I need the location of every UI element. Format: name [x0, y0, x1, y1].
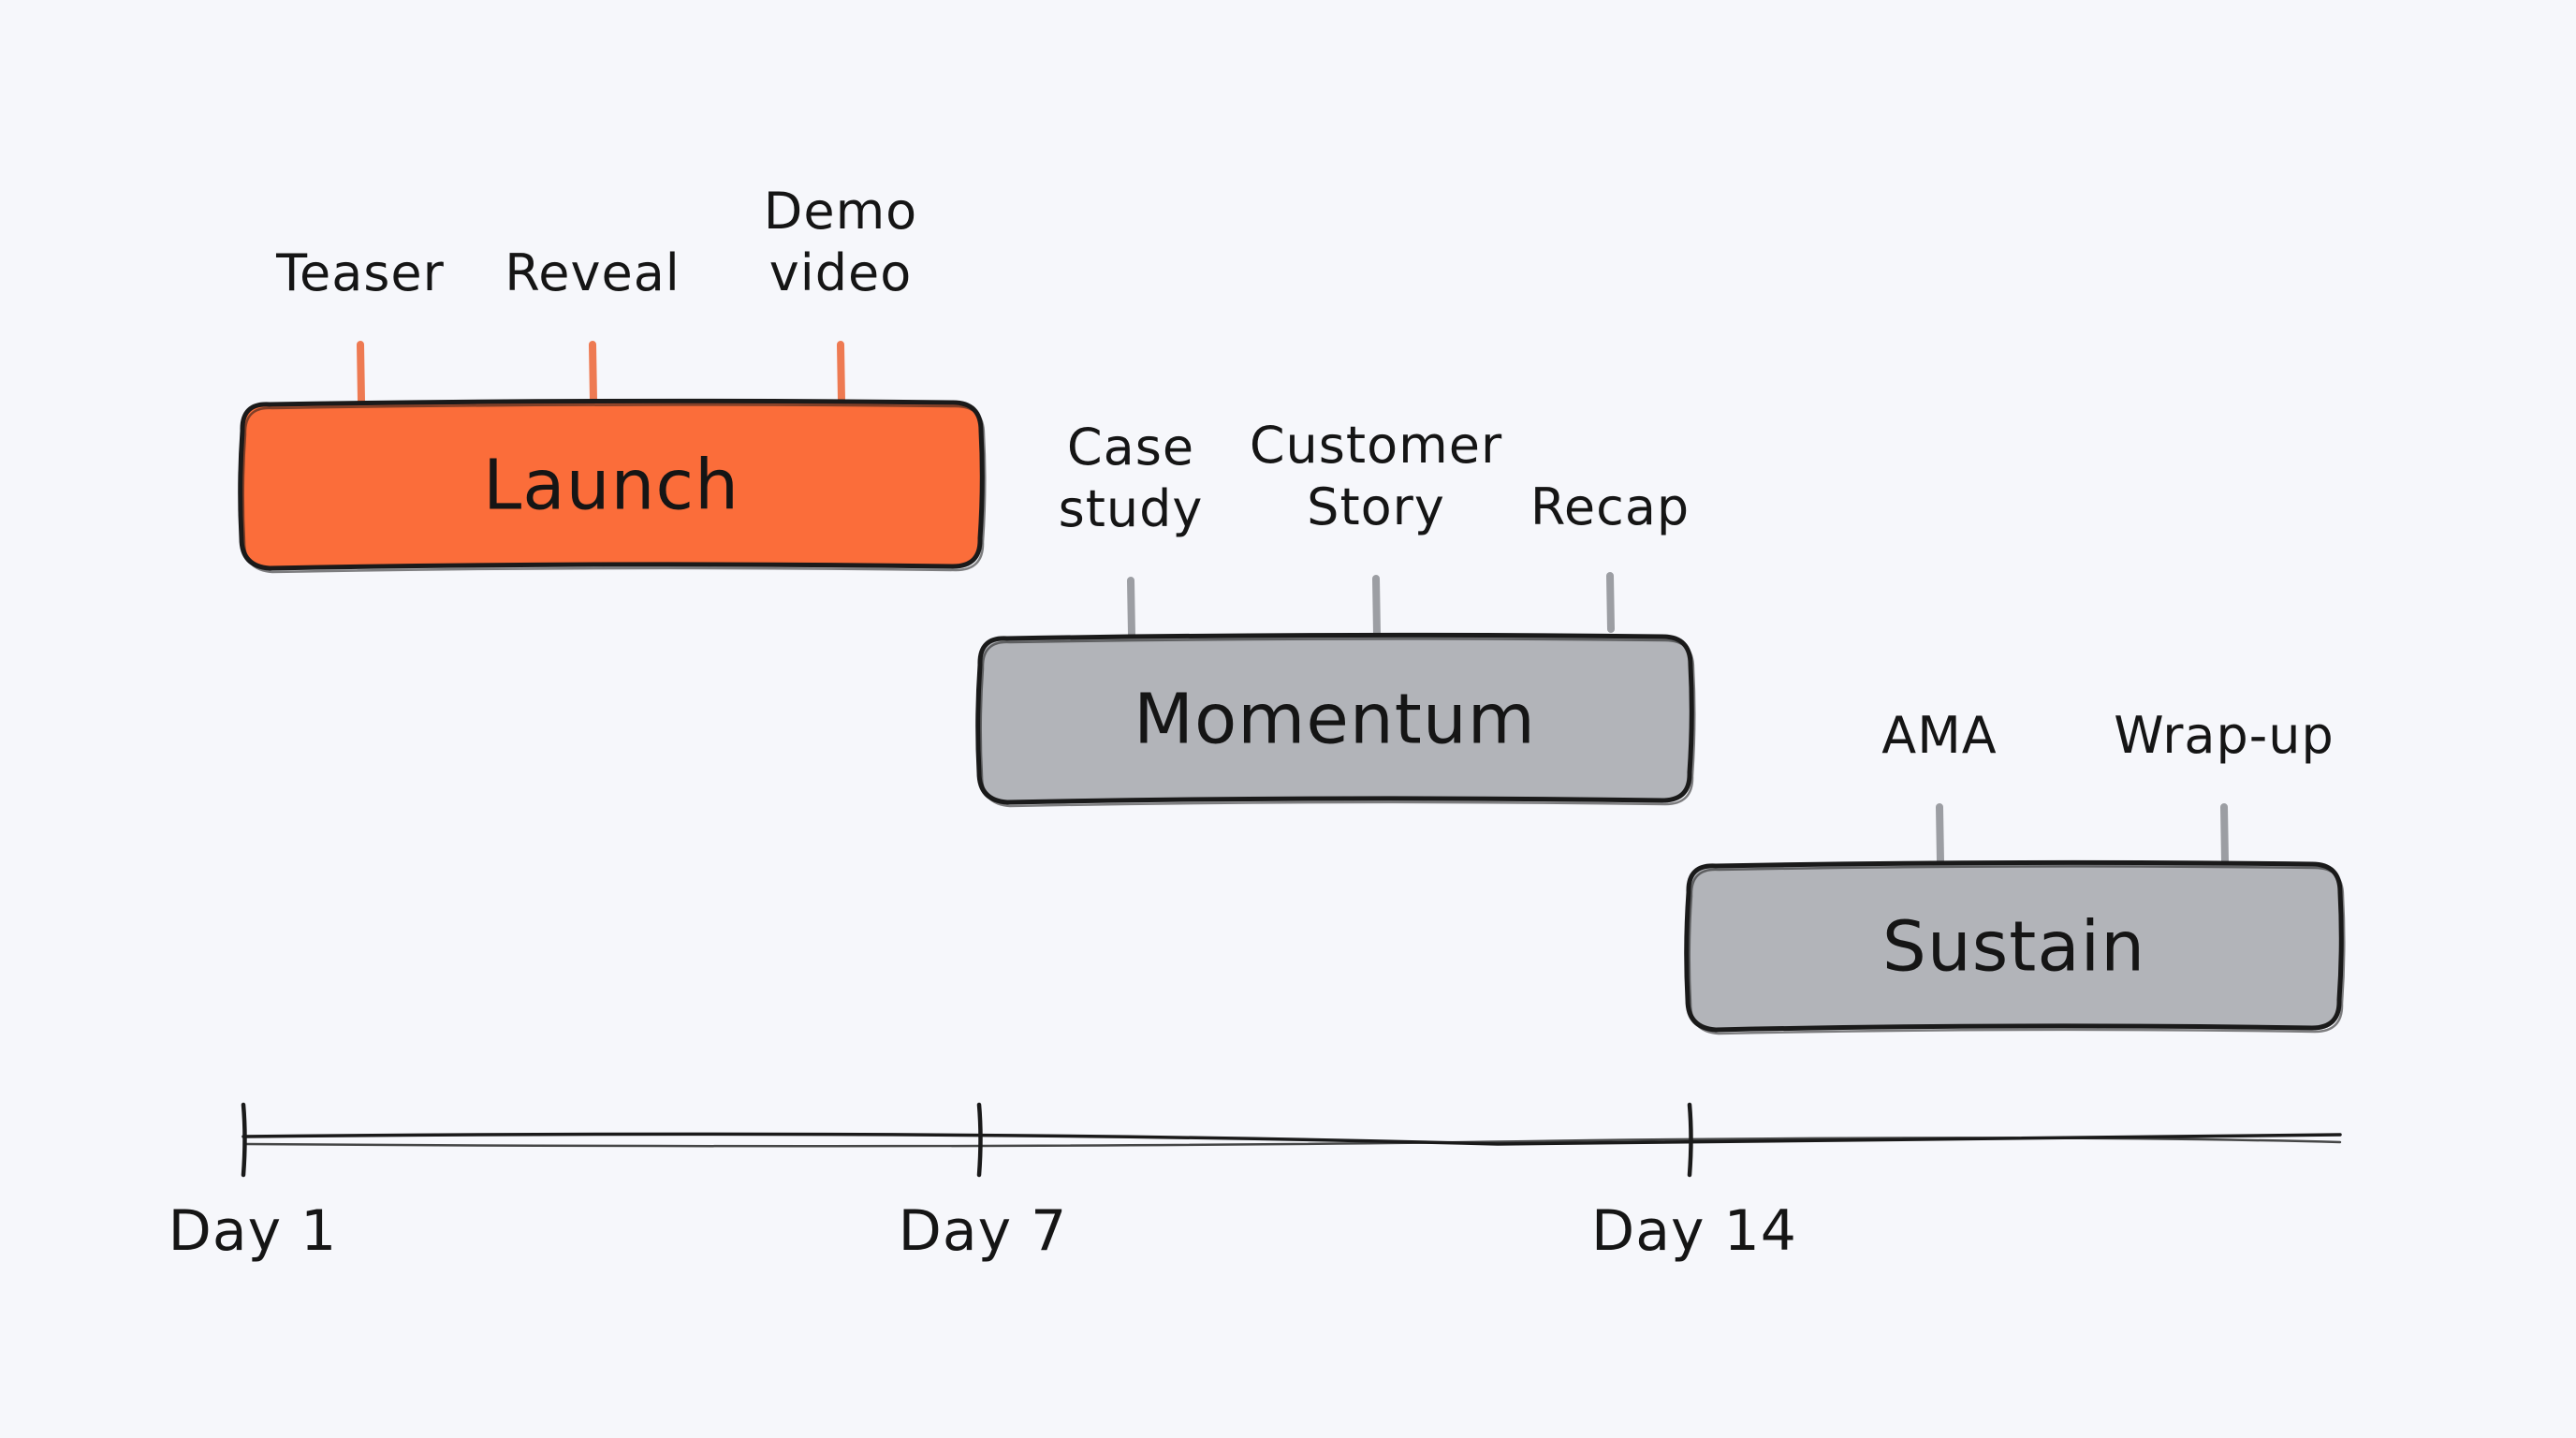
milestone: Reveal — [505, 243, 681, 404]
phase-box-fill — [240, 401, 983, 568]
milestone-label: Wrap-up — [2114, 706, 2334, 765]
milestone-label: Story — [1307, 477, 1445, 536]
milestone-tick — [1936, 803, 1944, 865]
milestone-tick — [1606, 572, 1615, 633]
milestone-tick — [1127, 577, 1135, 638]
axis-tick — [976, 1102, 983, 1178]
milestone-label: Customer — [1250, 416, 1502, 475]
milestone-label: Case — [1067, 418, 1194, 477]
milestone-label: video — [769, 243, 913, 302]
milestone-label: AMA — [1881, 706, 1997, 765]
phase-box-fill — [1686, 862, 2342, 1030]
milestone: AMA — [1881, 706, 1997, 865]
milestone-tick — [1372, 575, 1381, 638]
phase-label: Sustain — [1882, 907, 2145, 988]
phase-box-fill — [977, 635, 1692, 802]
axis-tick-label: Day 1 — [168, 1198, 338, 1264]
milestone-label: study — [1059, 479, 1204, 538]
milestone-label: Recap — [1530, 477, 1690, 536]
milestone: Wrap-up — [2114, 706, 2334, 865]
phase-label: Launch — [483, 446, 739, 526]
phase-box-sketch — [979, 638, 1696, 808]
axis-tick — [241, 1102, 247, 1178]
milestone-label: Teaser — [275, 243, 445, 302]
axis-line-sketch — [243, 1137, 2342, 1148]
phase-box — [238, 398, 985, 571]
milestone-label: Demo — [764, 182, 917, 241]
axis-tick-label: Day 14 — [1591, 1198, 1797, 1264]
phase-box-sketch — [242, 404, 987, 574]
milestone-tick — [2220, 803, 2229, 865]
milestone-tick — [357, 341, 365, 404]
phase-label: Momentum — [1134, 680, 1536, 760]
phase-box — [1684, 859, 2344, 1033]
axis-tick-label: Day 7 — [899, 1198, 1068, 1264]
milestone: Recap — [1530, 477, 1690, 633]
phase-box — [975, 632, 1694, 805]
timeline-axis: Day 1 Day 7 Day 14 — [168, 1102, 2342, 1264]
milestone-label: Reveal — [505, 243, 681, 302]
phase-box-sketch — [1688, 865, 2346, 1035]
milestone-tick — [837, 341, 845, 404]
milestone: Teaser — [275, 243, 445, 404]
axis-tick — [1687, 1102, 1693, 1178]
